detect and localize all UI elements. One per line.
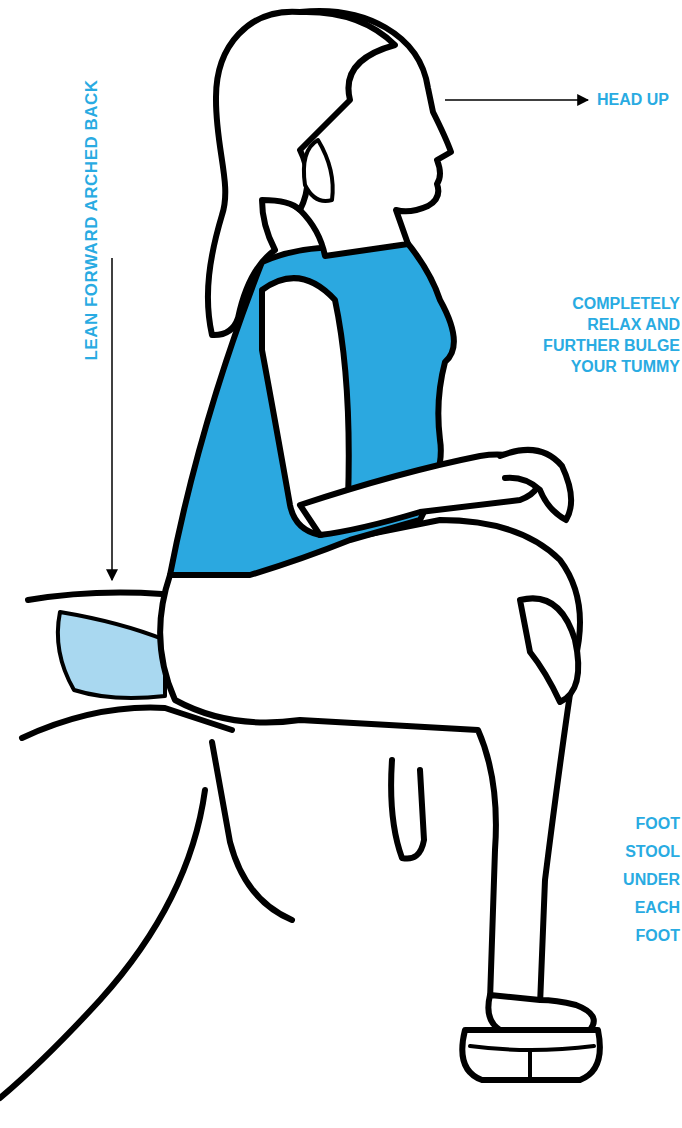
head-up-arrow (445, 99, 588, 101)
lean-forward-arrow (111, 258, 113, 580)
foot-stool (462, 1030, 600, 1080)
hand (500, 450, 571, 520)
toilet-seat-gap (58, 612, 165, 698)
callout-label: FOOT STOOL UNDER EACH FOOT (618, 810, 680, 950)
callout-label: LEAN FORWARD ARCHED BACK (82, 79, 102, 360)
foot-stool-divider (528, 1050, 532, 1078)
far-leg (391, 760, 424, 859)
toilet-bowl (0, 790, 205, 1098)
hand (520, 598, 578, 702)
callout-label: COMPLETELY RELAX AND FURTHER BULGE YOUR … (535, 293, 680, 377)
toilet-base (212, 742, 292, 920)
ear (304, 140, 333, 201)
legs (160, 520, 580, 1005)
foot (488, 995, 593, 1030)
callout-label: HEAD UP (597, 91, 669, 109)
foot-stool-line (470, 1046, 594, 1050)
hair (208, 12, 395, 335)
